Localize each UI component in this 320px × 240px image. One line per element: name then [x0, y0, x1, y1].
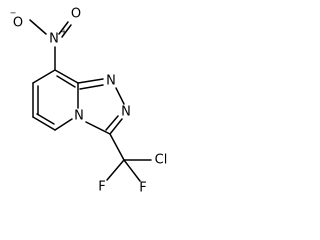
nitro-oxygen-double-label: O — [71, 7, 81, 22]
bond-c-f-left — [106, 159, 125, 181]
bond-n4-c5 — [54, 118, 73, 131]
bond-c-f-right — [123, 159, 141, 182]
bond-c8a-n1 — [77, 78, 104, 84]
bond-c5-c6 — [32, 116, 56, 131]
bond-n-o-nitro-double-b — [61, 24, 72, 38]
bond-o-n-nitro-single — [29, 19, 47, 35]
bond-c8-c8a — [54, 69, 79, 84]
bond-n2-c3 — [109, 118, 123, 135]
fluorine-right-label: F — [139, 181, 146, 196]
bond-n1-n2 — [115, 87, 125, 105]
nitro-oxygen-negative-label: O — [13, 16, 23, 31]
bond-n2-c3-double — [105, 115, 119, 131]
chemical-structure: O − N + O N N N Cl F F — [10, 7, 168, 196]
nitro-nitrogen-label: N — [49, 32, 59, 47]
fluorine-left-label: F — [98, 180, 105, 195]
bond-c8a-n1-double — [79, 84, 104, 90]
nitro-oxygen-charge: − — [10, 9, 17, 18]
bond-n-o-nitro-double-a — [58, 21, 69, 35]
bond-c7-c8 — [32, 69, 56, 84]
bond-c5-c6-inner — [36, 113, 55, 125]
bond-c8-c8a-inner — [56, 75, 76, 88]
bond-c3-n4 — [85, 121, 111, 135]
nitro-nitrogen-charge: + — [61, 28, 68, 37]
chlorine-label: Cl — [155, 153, 168, 168]
triazole-n1-label: N — [106, 74, 116, 89]
bond-c3-cf2cl — [109, 133, 125, 161]
triazole-n2-label: N — [121, 105, 131, 120]
bridgehead-n4-label: N — [74, 109, 84, 124]
